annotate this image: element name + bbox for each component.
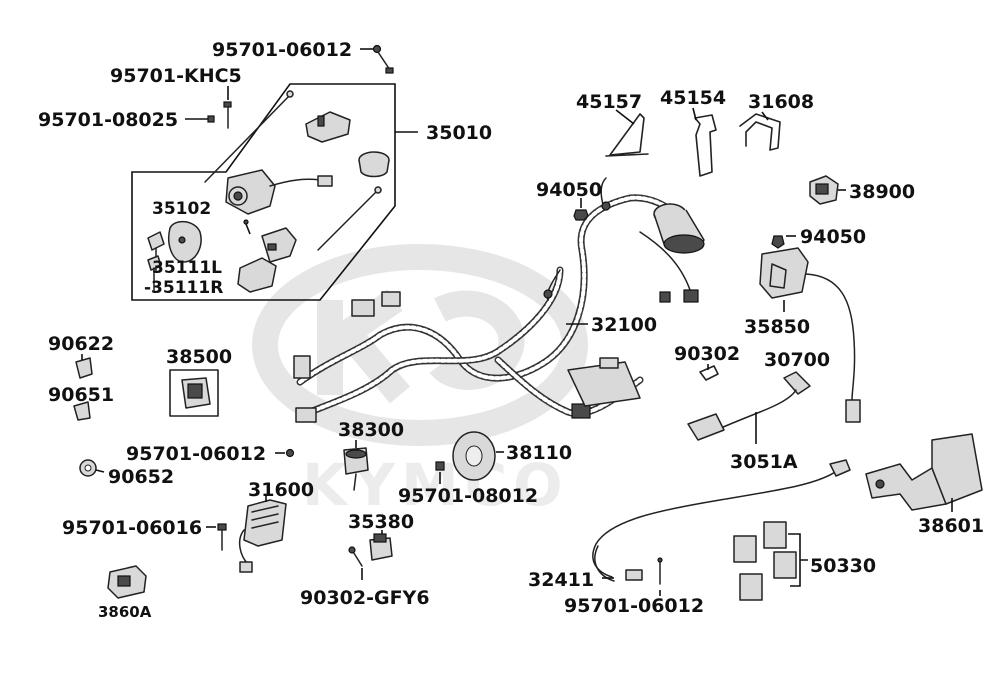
label-35010: 35010: [426, 122, 492, 144]
label-95701-06012-mid: 95701-06012: [126, 443, 266, 465]
leader-lines: [602, 577, 661, 596]
nut-94050-a: [573, 198, 589, 221]
key-plate: [168, 220, 202, 263]
connector-g: [683, 289, 699, 303]
cable-32411: [592, 459, 851, 585]
label-3051a: 3051A: [730, 451, 798, 473]
bolt-95701-06016: [206, 523, 227, 551]
clamp-90651: [73, 401, 91, 421]
bracket-45157: [605, 109, 649, 157]
label-38110: 38110: [506, 442, 572, 464]
connector-a: [351, 299, 375, 317]
screw-95701-06012-mid: [275, 448, 295, 458]
label-35111r: -35111R: [144, 278, 223, 298]
label-31608: 31608: [748, 91, 814, 113]
pads-50330: [733, 521, 808, 601]
wire-harness-32100: [293, 177, 705, 423]
label-90622: 90622: [48, 333, 114, 355]
callout-labels: 95701-06012 95701-KHC5 95701-08025 35010…: [38, 39, 984, 621]
bracket-45154: [692, 107, 717, 177]
label-38500: 38500: [166, 346, 232, 368]
kit-outline: [131, 83, 396, 301]
keys: [147, 231, 165, 293]
connector-d: [295, 407, 317, 423]
label-95701-06012-bot: 95701-06012: [564, 595, 704, 617]
label-95701-06012-top: 95701-06012: [212, 39, 352, 61]
connector-e: [571, 403, 591, 419]
label-30700: 30700: [764, 349, 830, 371]
terminal-a: [601, 201, 611, 211]
label-45154: 45154: [660, 87, 726, 109]
label-95701-khc5: 95701-KHC5: [110, 65, 242, 87]
relay-38500: [169, 369, 219, 417]
fuse-box-clip: [599, 357, 619, 369]
clip-90302-gfy6: [348, 546, 363, 580]
label-38300: 38300: [338, 419, 404, 441]
label-95701-08025: 95701-08025: [38, 109, 178, 131]
small-screw: [245, 223, 251, 235]
label-90652: 90652: [108, 466, 174, 488]
cable-2-end: [374, 186, 382, 194]
cable-end: [286, 90, 294, 98]
label-95701-06016: 95701-06016: [62, 517, 202, 539]
label-32100: 32100: [591, 314, 657, 336]
small-screw-head: [243, 219, 249, 225]
clip-90622: [75, 354, 93, 379]
switch-38300: [343, 440, 369, 491]
sensor-35380: [369, 530, 393, 561]
label-35850: 35850: [744, 316, 810, 338]
label-38601: 38601: [918, 515, 984, 537]
lock-bracket: [305, 111, 351, 143]
lock-cap: [358, 151, 390, 178]
label-50330: 50330: [810, 555, 876, 577]
label-35102: 35102: [152, 199, 211, 219]
connector-c: [293, 355, 311, 379]
label-94050-a: 94050: [536, 179, 602, 201]
bolt-95701-khc5: [185, 86, 232, 129]
label-94050-b: 94050: [800, 226, 866, 248]
label-90302-gfy6: 90302-GFY6: [300, 587, 430, 609]
label-3860a: 3860A: [98, 603, 152, 621]
seat-cable: [204, 94, 291, 183]
label-95701-08012: 95701-08012: [398, 485, 538, 507]
label-35111l: 35111L: [152, 258, 222, 278]
horn-38110: [435, 431, 504, 484]
label-35380: 35380: [348, 511, 414, 533]
bracket-31608: [739, 111, 781, 151]
label-32411: 32411: [528, 569, 594, 591]
lock-switch: [237, 227, 297, 293]
label-38900: 38900: [849, 181, 915, 203]
connector-b: [381, 291, 401, 307]
screw-95701-06012-top: [360, 44, 394, 74]
terminal-b: [543, 289, 553, 299]
spark-cap-30700: [687, 371, 811, 444]
band-90652: [79, 459, 105, 477]
label-90302: 90302: [674, 343, 740, 365]
label-45157: 45157: [576, 91, 642, 113]
harness-capacitor: [653, 203, 705, 254]
ignition-coil-35850: [759, 235, 861, 423]
label-90651: 90651: [48, 384, 114, 406]
ignition-kit-group: [131, 44, 418, 301]
label-31600: 31600: [248, 479, 314, 501]
ignition-lock: [225, 169, 333, 215]
clip-90302: [699, 364, 719, 381]
relay-38900: [809, 175, 846, 205]
regulator-31600: [238, 496, 287, 573]
cable-2: [317, 189, 379, 251]
connector-f: [659, 291, 671, 303]
relay-3860a: [107, 565, 147, 599]
bracket-38601: [865, 433, 983, 512]
